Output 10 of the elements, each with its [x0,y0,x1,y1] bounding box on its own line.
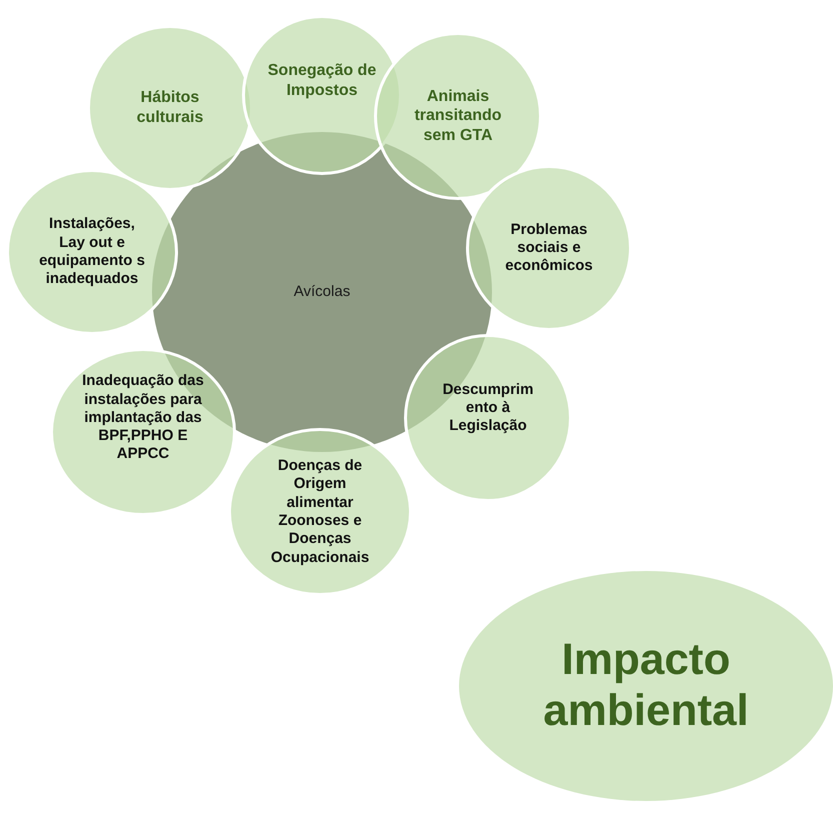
topic-label: Inadequação das instalações para implantação das BPF,PPHO E APPCC [81,372,205,464]
topic-label: Instalações, Lay out e equipamento s inadequados [38,215,146,289]
topic-label: Impacto ambiental [542,635,750,737]
topic-label: Hábitos culturais [136,88,204,128]
topic-label: Descumprim ento à Legislação [442,380,534,436]
topic-label: Sonegação de Impostos [266,61,378,101]
topic-label: Problemas sociais e econômicos [504,220,594,276]
topic-label: Doenças de Origem alimentar Zoonoses e Doenças Ocupacionais [270,457,370,567]
topic-label: Avícolas [292,282,352,302]
topic-label: Animais transitando sem GTA [413,86,503,146]
